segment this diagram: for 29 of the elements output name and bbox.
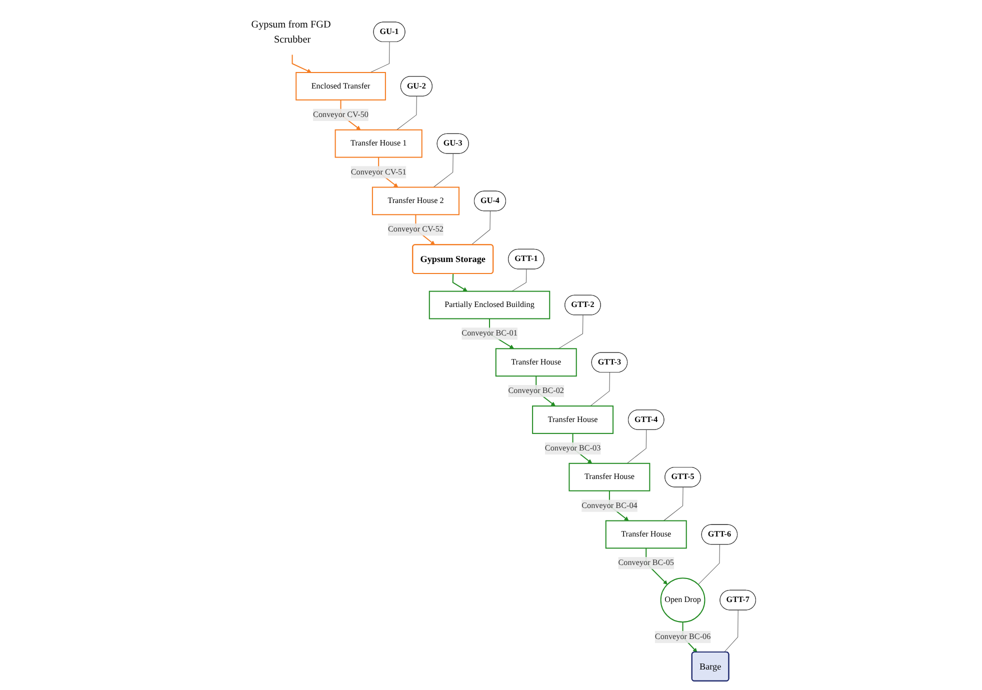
node-box: Transfer House xyxy=(605,520,687,549)
node-box: Transfer House xyxy=(532,406,614,434)
edge-label: Conveyor BC-04 xyxy=(582,501,638,510)
edge-label: Conveyor BC-03 xyxy=(544,444,601,452)
connector xyxy=(724,610,738,653)
node-box: Transfer House 2 xyxy=(372,186,460,216)
node-box: Transfer House 1 xyxy=(334,129,422,158)
edge-label: Conveyor BC-05 xyxy=(618,558,674,568)
arrow xyxy=(292,54,312,73)
connector xyxy=(471,210,490,246)
node-text: Gypsum from FGD Scrubber xyxy=(251,18,331,46)
edge-label: Conveyor BC-02 xyxy=(508,386,564,396)
connector xyxy=(698,544,720,585)
arrow xyxy=(452,274,468,292)
connector xyxy=(433,153,454,188)
node-box: Enclosed Transfer xyxy=(296,72,386,100)
edge-label: Conveyor CV-52 xyxy=(388,225,444,234)
edge-label: Conveyor CV-50 xyxy=(313,110,368,119)
connector xyxy=(396,96,417,130)
connector xyxy=(663,487,684,521)
node-box: Partially Enclosed Building xyxy=(428,290,550,320)
edge-label: Conveyor CV-51 xyxy=(350,168,406,176)
connector xyxy=(626,430,647,464)
node-box: Transfer House xyxy=(495,348,577,377)
node-box: Transfer House xyxy=(568,462,650,492)
node-circle: Open Drop xyxy=(660,578,706,623)
edge-label: Conveyor BC-01 xyxy=(462,329,518,338)
edge-label: Conveyor BC-06 xyxy=(654,632,711,642)
connector xyxy=(590,372,610,406)
